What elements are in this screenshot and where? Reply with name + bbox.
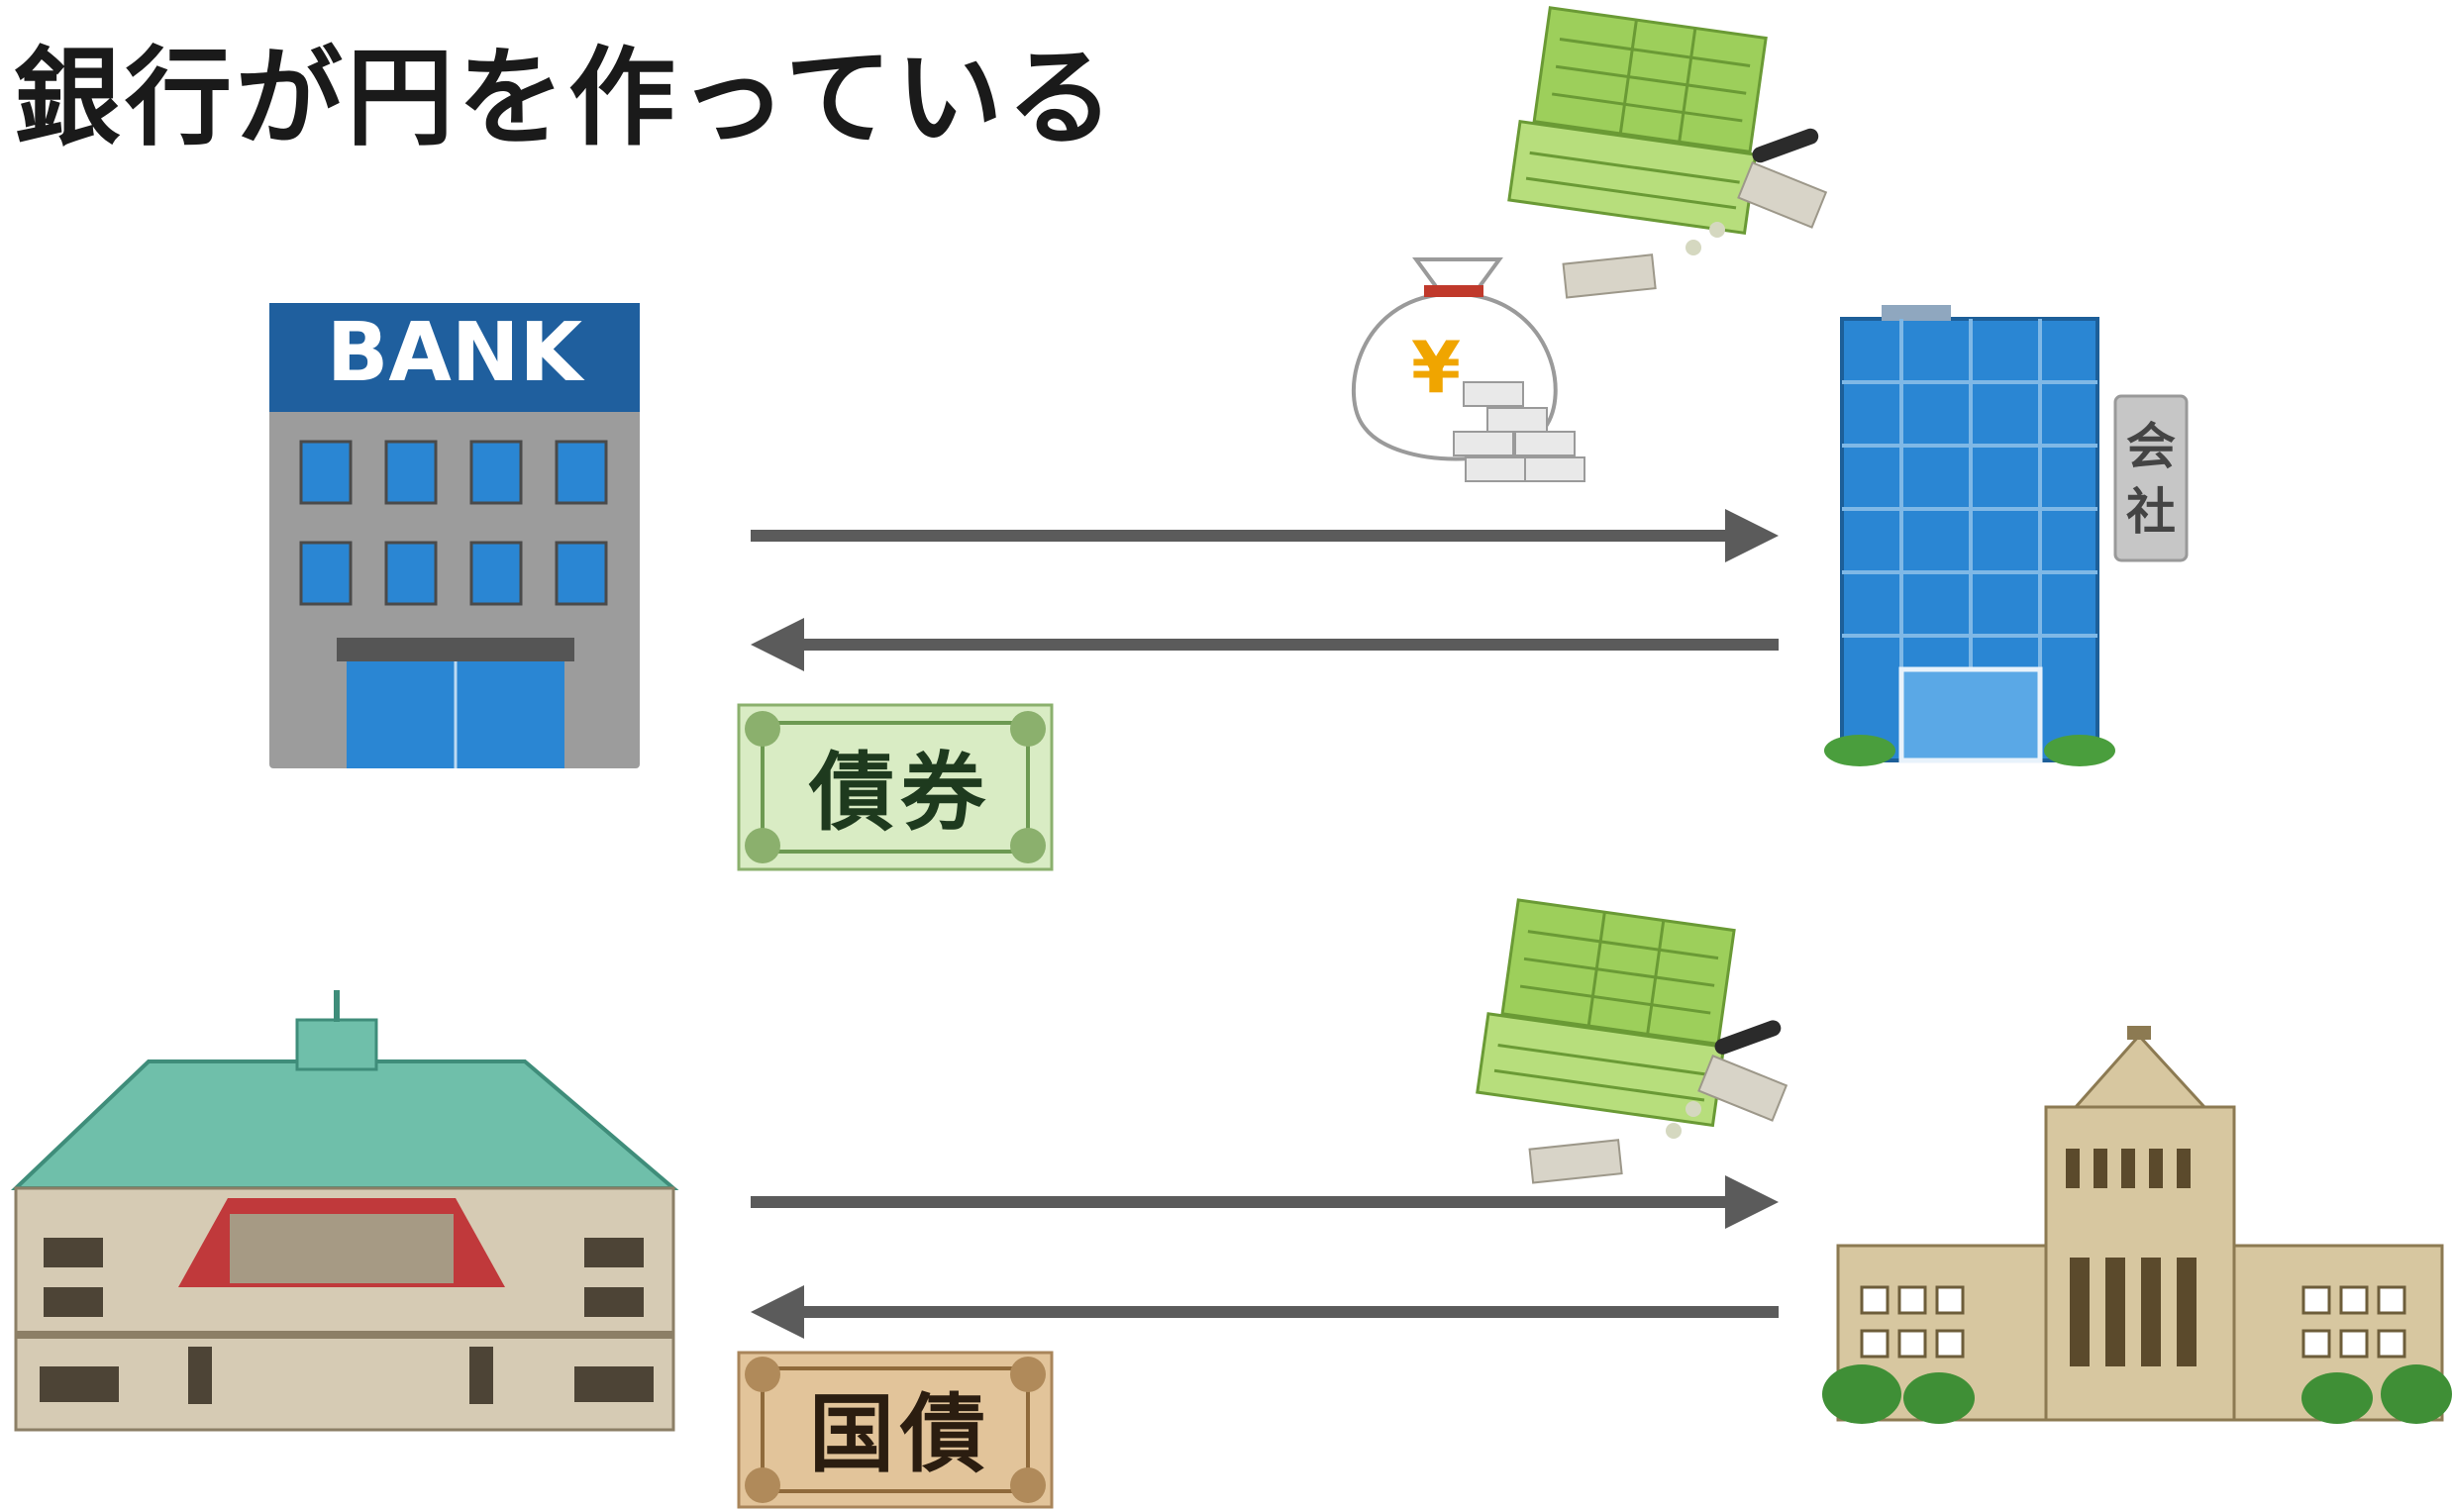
banknote-icon [1562,253,1657,299]
jgb-char-2: 債 [899,1385,985,1484]
seal-stamp-icon [1714,1020,1782,1055]
arrowhead-right [1725,509,1779,562]
diet-building-icon [1822,1026,2452,1424]
arrowhead-left [751,618,804,671]
company-sign-char-2: 社 [2126,483,2176,541]
banknote-icon [1697,1055,1788,1122]
bank-building-icon: BANK [269,303,640,768]
government-bond-certificate-icon: 国 債 [737,1351,1054,1509]
arrowhead-right [1725,1175,1779,1229]
banknote-icon [1528,1139,1623,1184]
seal-stamp-icon [1752,128,1819,163]
yen-symbol: ¥ [1411,326,1461,409]
passbook-icon [1507,6,1768,236]
banknote-icon [1737,161,1828,229]
jgb-char-1: 国 [809,1385,894,1484]
passbook-icon [1476,898,1736,1128]
arrowhead-left [751,1285,804,1339]
company-building-icon: 会 社 [1824,305,2189,766]
central-bank-building-icon [11,990,679,1432]
bond-char-2: 券 [900,744,986,843]
company-sign-char-1: 会 [2126,418,2176,475]
page-title: 銀行が円を作っている [14,37,1118,160]
bond-certificate-icon: 債 券 [737,703,1054,871]
bond-char-1: 債 [808,744,894,843]
coin-stack-icon [1453,381,1585,482]
bank-sign-label: BANK [327,306,586,400]
